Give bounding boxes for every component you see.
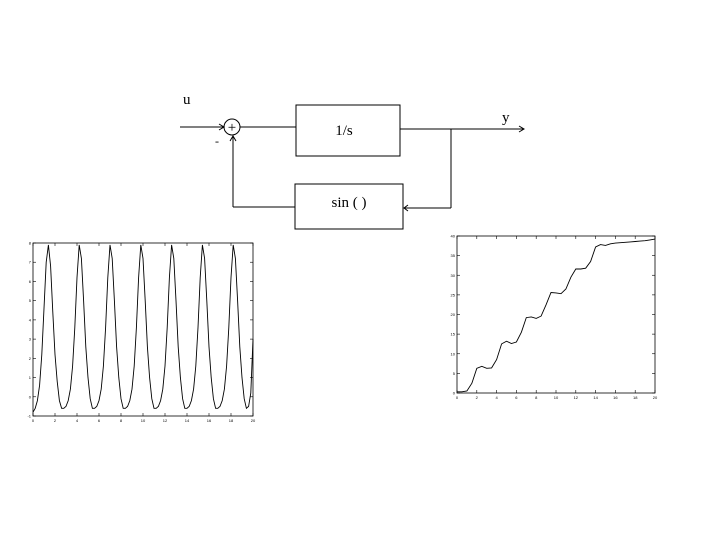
x-tick-label: 14 (593, 395, 598, 400)
y-tick-label: 1 (29, 375, 32, 380)
plot-left-y-ticks: -1 0 1 2 3 4 5 6 7 8 (27, 241, 253, 419)
feedback-up-arrow-head (229, 135, 237, 142)
block-diagram: u + - 1/s y sin ( ) (180, 92, 525, 230)
plot-left-series-line (32, 244, 254, 413)
y-tick-label: 7 (29, 260, 32, 265)
plot-right-x-ticks: 0 2 4 6 8 10 12 14 16 18 20 (456, 236, 658, 400)
y-tick-label: 6 (29, 279, 32, 284)
y-tick-label: 10 (451, 351, 456, 356)
y-tick-label: 0 (453, 391, 456, 396)
plot-right-series-line (457, 238, 656, 393)
plot-right-y-ticks: 0 5 10 15 20 25 30 35 40 (451, 234, 655, 396)
x-tick-label: 20 (251, 418, 256, 423)
y-tick-label: 30 (451, 273, 456, 278)
integrator-label: 1/s (335, 123, 353, 139)
x-tick-label: 18 (229, 418, 234, 423)
y-tick-label: 2 (29, 356, 32, 361)
y-tick-label: 15 (451, 332, 456, 337)
y-tick-label: 0 (29, 394, 32, 399)
y-tick-label: 4 (29, 317, 32, 322)
input-label: u (183, 92, 191, 108)
plot-right: 0 2 4 6 8 10 12 14 16 18 20 0 5 10 15 20 25 30 35 40 (451, 234, 658, 401)
x-tick-label: 4 (495, 395, 498, 400)
x-tick-label: 12 (163, 418, 168, 423)
y-tick-label: 20 (451, 312, 456, 317)
y-tick-label: 5 (29, 298, 32, 303)
y-tick-label: 3 (29, 337, 32, 342)
x-tick-label: 14 (185, 418, 190, 423)
x-tick-label: 16 (613, 395, 618, 400)
y-tick-label: 35 (451, 253, 456, 258)
x-tick-label: 20 (653, 395, 658, 400)
x-tick-label: 6 (515, 395, 518, 400)
plot-right-frame (456, 235, 656, 394)
sum-minus-sign: - (215, 134, 219, 148)
x-tick-label: 16 (207, 418, 212, 423)
sum-plus-sign: + (228, 120, 236, 136)
y-tick-label: 40 (451, 234, 456, 239)
x-tick-label: 2 (476, 395, 479, 400)
x-tick-label: 10 (141, 418, 146, 423)
feedback-arrow-head (403, 204, 409, 212)
y-tick-label: 25 (451, 292, 456, 297)
y-tick-label: 8 (29, 241, 32, 246)
output-arrow-head (518, 125, 525, 133)
integrator-block (295, 104, 401, 157)
x-tick-label: 0 (32, 418, 35, 423)
feedback-label: sin ( ) (332, 195, 367, 211)
plot-left-frame (32, 242, 254, 417)
x-tick-label: 8 (535, 395, 538, 400)
x-tick-label: 2 (54, 418, 57, 423)
x-tick-label: 12 (574, 395, 579, 400)
y-tick-label: 5 (453, 371, 456, 376)
x-tick-label: 18 (633, 395, 638, 400)
x-tick-label: 8 (120, 418, 123, 423)
y-tick-label: -1 (27, 414, 31, 419)
x-tick-label: 0 (456, 395, 459, 400)
x-tick-label: 4 (76, 418, 79, 423)
output-label: y (502, 110, 510, 126)
x-tick-label: 10 (554, 395, 559, 400)
x-tick-label: 6 (98, 418, 101, 423)
